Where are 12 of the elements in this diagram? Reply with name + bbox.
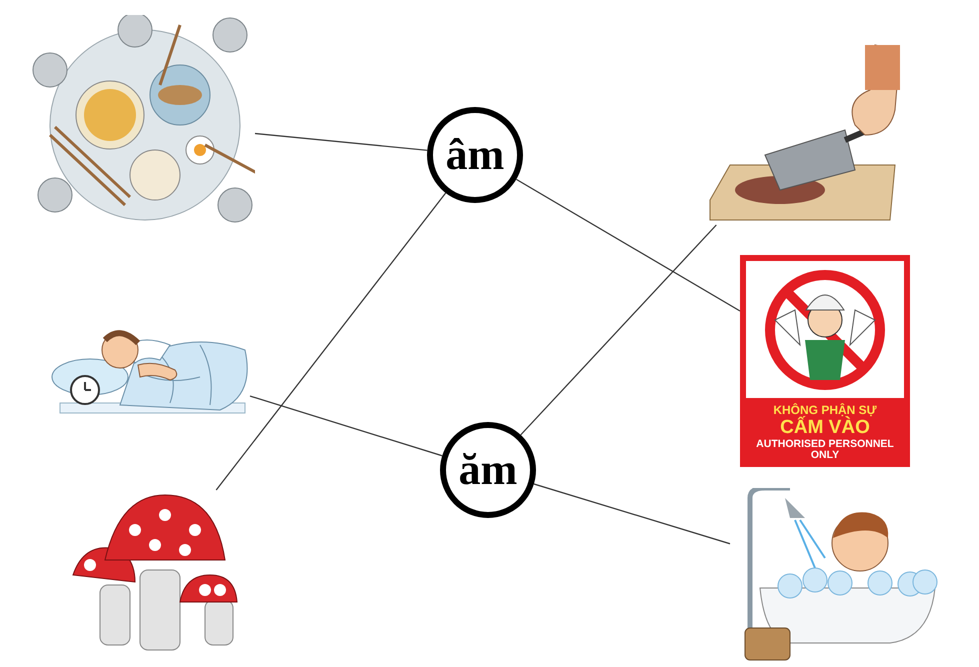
sign-text: AUTHORISED PERSONNEL ONLY [755,438,895,461]
connector-line [216,192,446,490]
connector-line [254,132,428,151]
connector-line [516,178,740,312]
connector-line [520,224,717,436]
connector-line [250,396,442,456]
sign-text: KHÔNG PHẬN SỰ [773,404,877,418]
connector-line [534,483,730,544]
syllable-text: ăm [458,448,518,492]
sign-text: CẤM VÀO [780,418,870,438]
warning-sign [740,255,910,467]
syllable-text: âm [446,133,504,177]
